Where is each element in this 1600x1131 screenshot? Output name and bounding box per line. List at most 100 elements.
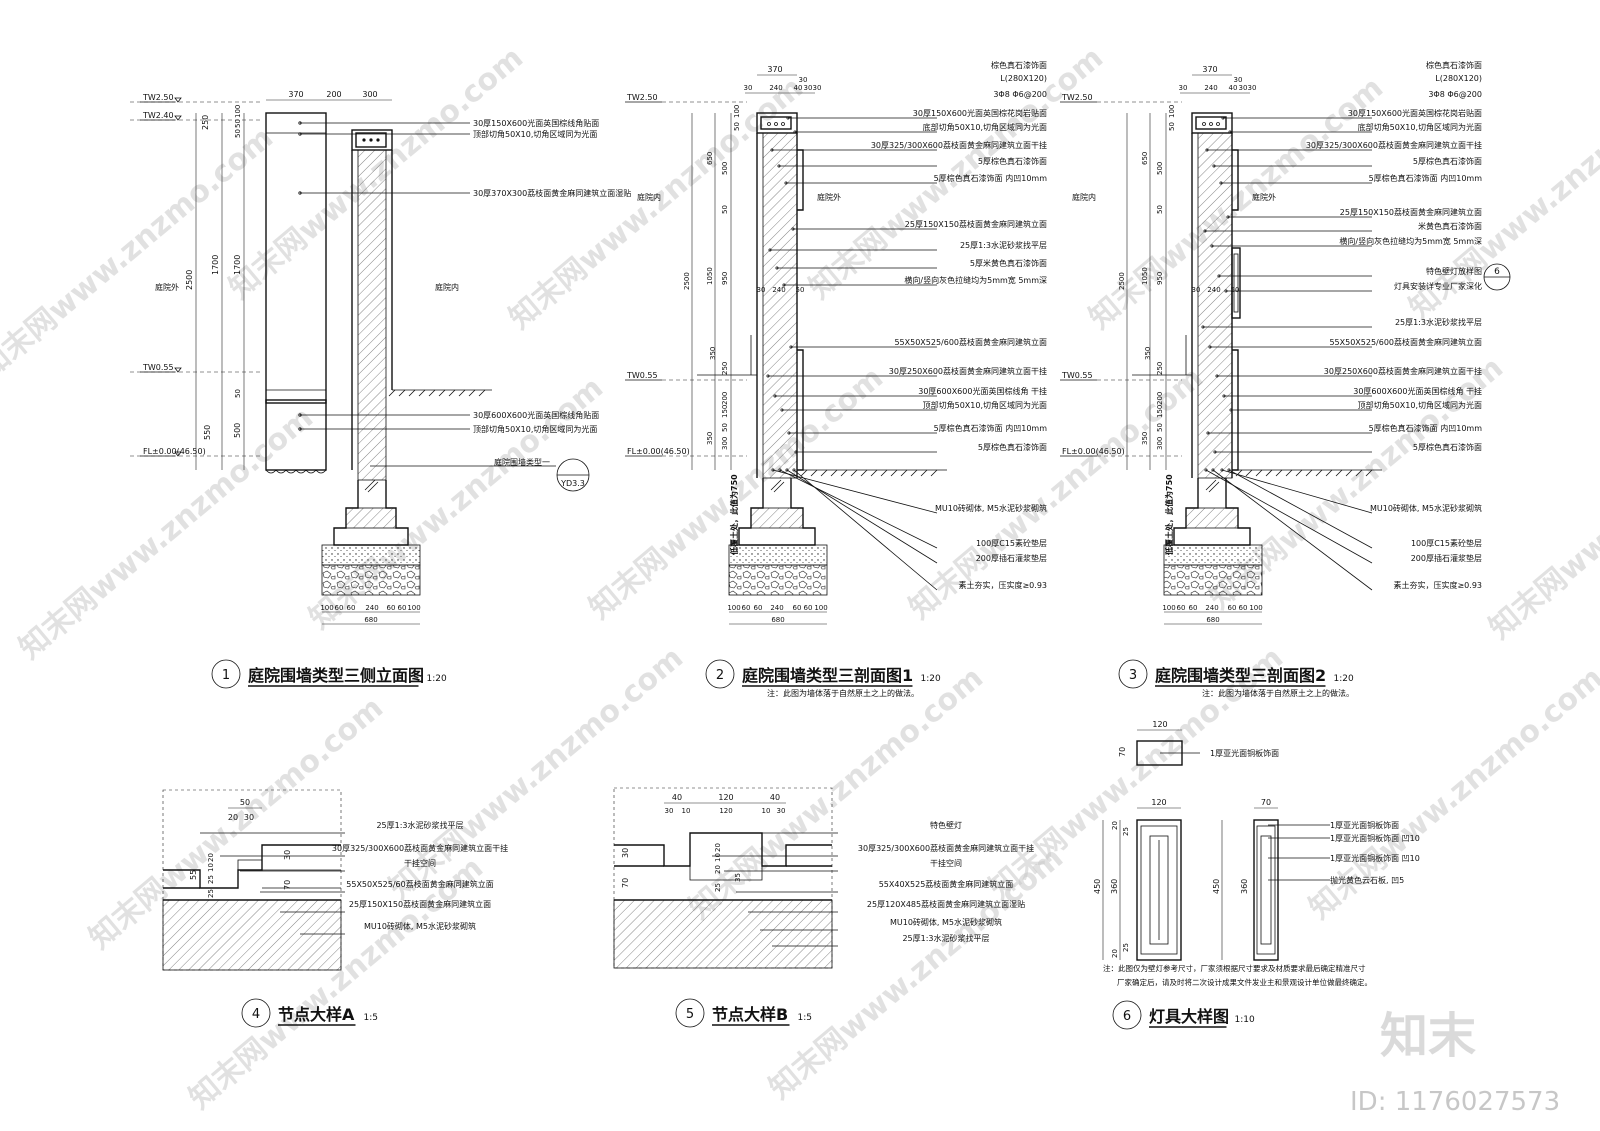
- dim: 50: [1156, 205, 1164, 214]
- note: 注：此图为墙体落于自然原土之上的做法。: [1202, 688, 1354, 698]
- dim: 360: [1240, 879, 1249, 894]
- dim: 650: [706, 152, 714, 165]
- dim: 300: [1156, 437, 1164, 450]
- dim: 30: [244, 813, 254, 822]
- dim: 60: [742, 604, 751, 612]
- dim: 30: [1234, 76, 1243, 84]
- dim: 20: [1111, 949, 1119, 958]
- dim: 50: [240, 798, 250, 807]
- dim: 240: [1207, 286, 1220, 294]
- dim: 650: [1141, 152, 1149, 165]
- level-label: TW0.55: [626, 371, 658, 380]
- dim: 30: [665, 807, 674, 815]
- title-number: 2: [716, 668, 724, 683]
- material-label: MU10砖砌体, M5水泥砂浆砌筑: [1370, 503, 1482, 513]
- material-label: 25厚150X150荔枝面黄金麻同建筑立面: [1340, 207, 1482, 217]
- material-label: 横向/竖向灰色拉缝均为5mm宽 5mm深: [904, 275, 1047, 285]
- material-label: 素土夯实，压实度≥0.93: [958, 580, 1047, 590]
- note: 注：此图为墙体落于自然原土之上的做法。: [767, 688, 919, 698]
- dim: 100: [407, 604, 420, 612]
- dim: 200: [721, 392, 729, 405]
- ref-sheet: YD3.3: [560, 479, 585, 488]
- level-label: TW2.50: [626, 93, 658, 102]
- dim: 1700: [233, 255, 242, 275]
- dim: 60: [1228, 604, 1237, 612]
- dim: 25: [1122, 943, 1130, 952]
- material-label: 30厚250X600荔枝面黄金麻同建筑立面干挂: [889, 366, 1047, 376]
- watermark-text: 知末网www.znzmo.com: [0, 120, 280, 386]
- dim: 950: [1156, 272, 1164, 285]
- title-number: 1: [222, 668, 230, 683]
- material-label: 25厚1:3水泥砂浆找平层: [1395, 317, 1482, 327]
- material-label: 55X40X525荔枝面黄金麻同建筑立面: [879, 879, 1014, 889]
- dim: 350: [1141, 432, 1149, 445]
- title-number: 5: [686, 1007, 694, 1022]
- dim: 350: [706, 432, 714, 445]
- dim: 60: [335, 604, 344, 612]
- level-label: FL±0.00(46.50): [143, 447, 206, 456]
- watermark-text: 知末网www.znzmo.com: [13, 400, 320, 666]
- drawing-scale: 1:20: [1334, 674, 1354, 684]
- material-label: 1厚亚光面铜板饰面 凹10: [1330, 853, 1420, 863]
- material-label: L(280X120): [1000, 74, 1047, 83]
- dim: 680: [1206, 616, 1219, 624]
- ref-num: 6: [1494, 267, 1500, 277]
- material-label: 1厚亚光面铜板饰面: [1210, 748, 1279, 758]
- material-label: 25厚120X485荔枝面黄金麻同建筑立面湿贴: [867, 899, 1025, 909]
- material-label: MU10砖砌体, M5水泥砂浆砌筑: [935, 503, 1047, 513]
- title-number: 4: [252, 1007, 260, 1022]
- material-label: 30厚150X600光面英国棕花岗岩贴面: [1348, 108, 1482, 118]
- dim: 50: [234, 129, 242, 138]
- watermark-text: 知末网www.znzmo.com: [183, 850, 490, 1116]
- material-label: 横向/竖向灰色拉缝均为5mm宽 5mm深: [1339, 236, 1482, 246]
- material-label: 30厚150X600光面英国棕花岗岩贴面: [913, 108, 1047, 118]
- dim: 360: [1110, 879, 1119, 894]
- side-label: 庭院外: [155, 282, 179, 292]
- dim: 20: [714, 865, 722, 874]
- title-number: 3: [1129, 668, 1137, 683]
- level-label: TW2.40: [142, 111, 174, 120]
- dim: 200: [1156, 392, 1164, 405]
- material-label: 5厚棕色真石漆饰面 内凹10mm: [1369, 173, 1483, 183]
- material-label: 30厚370X300荔枝面黄金麻同建筑立面湿贴: [473, 188, 631, 198]
- note: 厂家确定后，请及时将二次设计成果文件发业主和景观设计单位做最终确定。: [1117, 977, 1372, 987]
- dim: 100: [1162, 604, 1175, 612]
- dim: 30: [1179, 84, 1188, 92]
- dim: 30: [621, 848, 630, 858]
- dim: 10: [682, 807, 691, 815]
- dim: 250: [1156, 362, 1164, 375]
- dim: 40: [770, 793, 780, 802]
- dim: 30: [777, 807, 786, 815]
- drawing-title: 庭院围墙类型三侧立面图: [248, 666, 424, 685]
- note: 注：此图仅为壁灯参考尺寸，厂家须根据尺寸要求及材质要求最后确定精准尺寸: [1103, 963, 1366, 973]
- dim: 10: [714, 853, 722, 862]
- dim: 20: [1111, 821, 1119, 830]
- material-label: 5厚棕色真石漆饰面 内凹10mm: [934, 423, 1048, 433]
- dim: 250: [201, 115, 210, 130]
- material-label: 特色壁灯: [930, 820, 962, 830]
- dim: 2500: [683, 272, 691, 290]
- drawing-scale: 1:10: [1235, 1015, 1255, 1025]
- id-watermark: ID: 1176027573: [1350, 1087, 1560, 1117]
- dim: 40: [1229, 84, 1238, 92]
- material-label: 灯具安装详专业厂家深化: [1394, 281, 1482, 291]
- material-label: 底部切角50X10,切角区域同为光面: [1358, 122, 1482, 132]
- level-label: FL±0.00(46.50): [627, 447, 690, 456]
- dim: 370: [1202, 65, 1217, 74]
- dim: 25: [207, 889, 215, 898]
- dim: 300: [721, 437, 729, 450]
- dim: 240: [772, 286, 785, 294]
- material-label: 棕色真石漆饰面: [991, 60, 1047, 70]
- material-label: MU10砖砌体, M5水泥砂浆砌筑: [364, 921, 476, 931]
- ref-label: 庭院围墙类型一: [494, 457, 550, 467]
- material-label: 100厚C15素砼垫层: [1411, 538, 1482, 548]
- dim: 60: [793, 604, 802, 612]
- drawing-title: 节点大样A: [278, 1005, 355, 1024]
- dim: 20: [714, 843, 722, 852]
- material-label: 30厚250X600荔枝面黄金麻同建筑立面干挂: [1324, 366, 1482, 376]
